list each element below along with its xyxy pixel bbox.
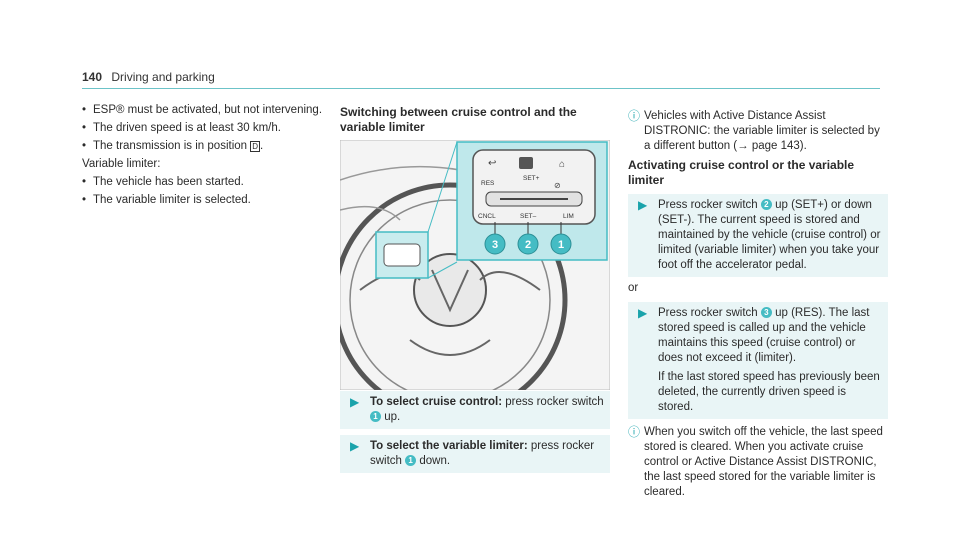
arrow-right-icon: ▶: [638, 306, 648, 320]
limiter-icon: ⊘: [554, 181, 561, 190]
header-rule: [82, 88, 880, 89]
callout-1: [550, 233, 572, 255]
column-switching: Switching between cruise control and the…: [340, 103, 610, 139]
callout-number-1: 1: [405, 455, 417, 467]
page-number: 140: [82, 70, 103, 84]
gear-d-symbol: D: [250, 141, 261, 152]
step-resume-speed: ▶ Press rocker switch 3 up (RES). The la…: [628, 302, 888, 419]
svg-text:SET–: SET–: [520, 213, 537, 220]
back-icon: ↩: [488, 158, 496, 169]
list-item: The driven speed is at least 30 km/h.: [82, 121, 332, 136]
section-heading: Activating cruise control or the variabl…: [628, 158, 855, 187]
limiter-list: The vehicle has been started. The variab…: [82, 175, 332, 208]
step-set-speed: ▶ Press rocker switch 2 up (SET+) or dow…: [628, 194, 888, 277]
callout-2: [517, 233, 539, 255]
svg-text:SET+: SET+: [523, 175, 540, 182]
requirements-list: ESP® must be activated, but not interven…: [82, 103, 332, 154]
note-distronic: ⓘ Vehicles with Active Distance Assist D…: [628, 109, 880, 152]
step-select-cruise: ▶ To select cruise control: press rocker…: [340, 391, 610, 429]
list-item: The variable limiter is selected.: [82, 193, 332, 208]
arrow-right-icon: ▶: [638, 198, 648, 212]
list-item: The transmission is in position D.: [82, 139, 332, 154]
step-select-limiter: ▶ To select the variable limiter: press …: [340, 435, 610, 473]
page-header: 140 Driving and parking: [82, 70, 215, 84]
list-item: ESP® must be activated, but not interven…: [82, 103, 332, 118]
callout-number-1: 1: [370, 411, 381, 423]
column-activating: ⓘ Vehicles with Active Distance Assist D…: [628, 103, 888, 504]
steering-wheel-figure: ↩ ⌂ RES SET+ ⊘ CNCL SET– LIM 3 2 1: [340, 140, 610, 390]
section-title: Driving and parking: [111, 70, 215, 84]
arrow-right-icon: ▶: [350, 395, 360, 409]
arrow-right-icon: ▶: [350, 439, 360, 453]
svg-text:3: 3: [492, 239, 498, 251]
info-icon: ⓘ: [628, 425, 641, 439]
svg-text:LIM: LIM: [563, 213, 574, 220]
column-requirements: ESP® must be activated, but not interven…: [82, 103, 332, 211]
svg-text:RES: RES: [481, 180, 495, 187]
button-icon: [519, 157, 533, 169]
list-item: The vehicle has been started.: [82, 175, 332, 190]
section-heading: Switching between cruise control and the…: [340, 105, 577, 134]
callout-number-3: 3: [760, 307, 772, 319]
column-switching-steps: ▶ To select cruise control: press rocker…: [340, 385, 610, 477]
limiter-label: Variable limiter:: [82, 158, 161, 170]
callout-number-2: 2: [760, 199, 772, 211]
callout-3: [484, 233, 506, 255]
home-icon: ⌂: [559, 159, 565, 170]
svg-text:1: 1: [558, 239, 564, 251]
info-icon: ⓘ: [628, 109, 641, 123]
note-cleared-speed: ⓘ When you switch off the vehicle, the l…: [628, 425, 883, 498]
svg-text:CNCL: CNCL: [478, 213, 496, 220]
or-label: or: [628, 282, 639, 294]
resume-note: If the last stored speed has previously …: [658, 371, 880, 413]
svg-text:2: 2: [525, 239, 531, 251]
